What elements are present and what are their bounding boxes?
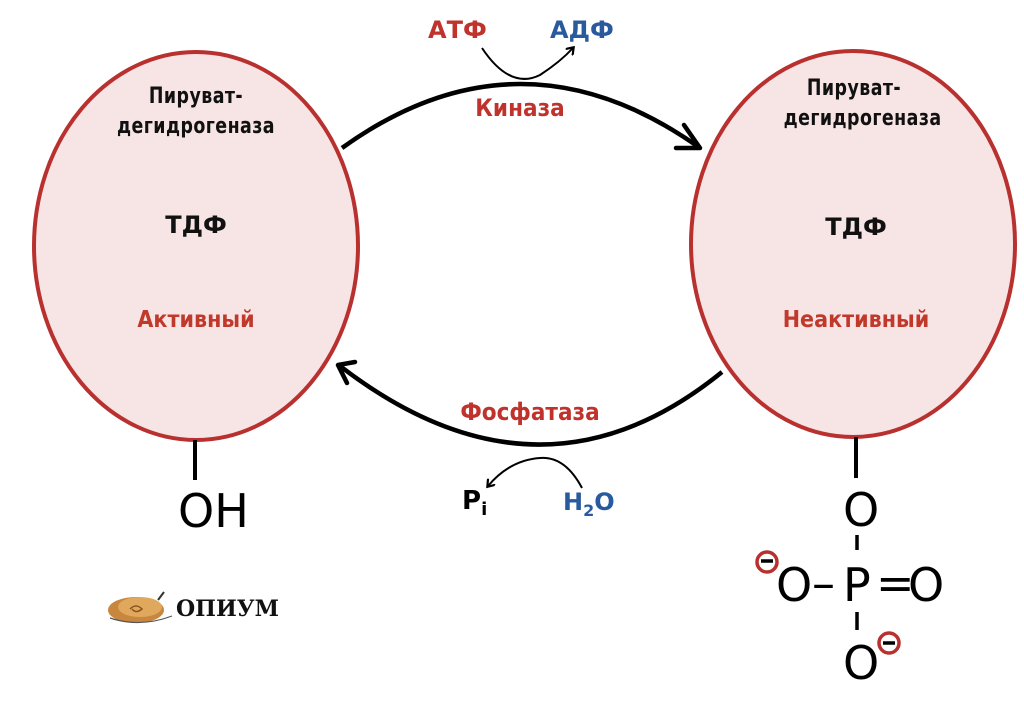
kinase-label: Киназа — [475, 94, 565, 122]
hydroxyl-group: OH — [178, 484, 249, 538]
right-enzyme-name-line2: дегидрогеназа — [783, 106, 942, 131]
h2o-o: O — [594, 488, 615, 516]
kinase-arrow — [340, 81, 702, 150]
atp-label: АТФ — [428, 16, 487, 44]
kinase-arrowhead — [673, 122, 703, 151]
negative-charge-bottom-icon — [877, 631, 901, 655]
phosphate-single-bond: – — [812, 556, 835, 610]
negative-charge-left-icon — [755, 550, 779, 574]
left-cofactor: ТДФ — [165, 211, 227, 239]
phosphate-o-right: O — [908, 558, 945, 612]
atp-adp-arrow — [481, 48, 573, 80]
active-state-label: Активный — [137, 307, 255, 333]
phosphate-o-top: O — [843, 483, 880, 537]
h2o-2: 2 — [583, 500, 595, 520]
phosphate-o-bottom: O — [843, 636, 880, 690]
right-enzyme-name: Пируват- дегидрогеназа — [783, 74, 942, 134]
adp-label: АДФ — [550, 16, 614, 44]
h2o-pi-arrow — [488, 456, 583, 489]
inactive-enzyme-ellipse — [689, 49, 1017, 439]
left-enzyme-name-line1: Пируват- — [148, 84, 244, 109]
right-cofactor: ТДФ — [825, 213, 887, 241]
h2o-h: H — [563, 488, 584, 516]
inactive-state-label: Неактивный — [782, 307, 930, 333]
logo-text: ОПИУМ — [176, 596, 279, 622]
left-enzyme-name-line2: дегидрогеназа — [116, 114, 275, 139]
water-label: H2O — [563, 488, 615, 520]
phosphate-double-bond: = — [876, 556, 915, 610]
pi-sub: i — [481, 499, 488, 521]
pi-main: P — [462, 486, 482, 516]
inorganic-phosphate-label: Pi — [462, 486, 487, 520]
snail-icon — [108, 591, 173, 624]
phosphate-o-left: O — [776, 558, 813, 612]
phosphatase-arrow — [338, 364, 724, 447]
phosphatase-label: Фосфатаза — [460, 398, 600, 426]
left-enzyme-name: Пируват- дегидрогеназа — [108, 82, 284, 142]
right-enzyme-name-line1: Пируват- — [806, 76, 902, 101]
phosphate-p: P — [843, 558, 871, 612]
phosphatase-arrowhead — [335, 359, 358, 386]
